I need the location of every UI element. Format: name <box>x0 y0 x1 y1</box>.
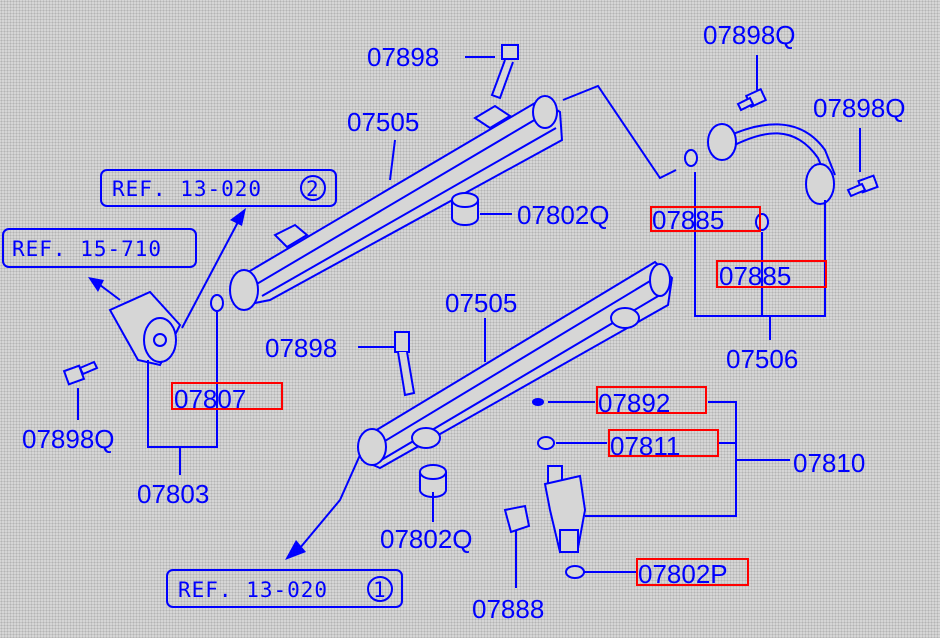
ref-15-710[interactable]: REF. 15-710 <box>2 228 197 268</box>
part-label[interactable]: 07802P <box>638 559 728 589</box>
part-label[interactable]: 07898Q <box>813 93 906 123</box>
oring-07885-a[interactable] <box>684 149 698 167</box>
connector[interactable] <box>503 504 531 534</box>
part-label[interactable]: 07810 <box>793 448 865 478</box>
insulator-top[interactable] <box>451 192 479 226</box>
bolt-07898q-left[interactable] <box>62 360 99 386</box>
part-label[interactable]: 07505 <box>347 107 419 137</box>
bolt-07898q-right[interactable] <box>846 174 879 198</box>
highlight-07892 <box>596 386 707 414</box>
oring-07807[interactable] <box>210 294 224 312</box>
part-label[interactable]: 07505 <box>445 288 517 318</box>
part-label[interactable]: 07892 <box>598 388 670 418</box>
ref-circle-number: 1 <box>373 578 387 602</box>
part-label[interactable]: 07802Q <box>380 524 473 554</box>
part-label[interactable]: 07898 <box>265 333 337 363</box>
part-label[interactable]: 07898Q <box>703 20 796 50</box>
ref-text: REF. 15-710 <box>12 237 162 261</box>
highlight-07807 <box>171 382 283 410</box>
highlight-07802p <box>636 558 749 586</box>
oring-07885-b[interactable] <box>755 213 769 231</box>
part-label[interactable]: 07802Q <box>517 200 610 230</box>
filter-07892[interactable] <box>532 398 544 406</box>
part-label[interactable]: 07898 <box>367 42 439 72</box>
part-label[interactable]: 07898Q <box>22 424 115 454</box>
arrow-ref-15-710 <box>88 277 121 301</box>
part-label[interactable]: 07506 <box>726 344 798 374</box>
highlight-07885-a <box>650 206 761 232</box>
fuel-rail-lower[interactable] <box>357 260 674 470</box>
part-label[interactable]: 07811 <box>610 431 680 461</box>
ref-text: REF. 13-020 <box>112 177 262 201</box>
arrow-ref-13-020-2 <box>181 208 246 329</box>
fuel-pipe[interactable] <box>707 123 836 205</box>
part-label[interactable]: 07807 <box>174 384 246 414</box>
ref-text: REF. 13-020 <box>178 578 328 602</box>
ref-13-020-1[interactable]: REF. 13-020 1 <box>166 569 403 608</box>
arrow-ref-13-020-1 <box>285 454 361 560</box>
highlight-07811 <box>608 429 719 457</box>
ref-13-020-2[interactable]: REF. 13-020 2 <box>100 169 337 207</box>
bolt-07898q-top[interactable] <box>736 87 768 112</box>
seal-07802p[interactable] <box>565 565 585 579</box>
bolt-07898-top[interactable] <box>490 44 519 100</box>
oring-07811[interactable] <box>537 436 555 450</box>
part-label[interactable]: 07888 <box>472 594 544 624</box>
pressure-regulator[interactable] <box>108 290 182 367</box>
part-label[interactable]: 07803 <box>137 479 209 509</box>
highlight-07885-b <box>716 260 827 288</box>
part-label[interactable]: 07885 <box>652 205 724 235</box>
leader-lines <box>77 55 861 588</box>
injector[interactable] <box>543 465 587 554</box>
fuel-rail-upper[interactable] <box>229 95 564 311</box>
bolt-07898-mid[interactable] <box>394 331 416 397</box>
ref-circle-number: 2 <box>306 177 320 201</box>
insulator-bottom[interactable] <box>419 464 447 498</box>
part-label[interactable]: 07885 <box>719 261 791 291</box>
